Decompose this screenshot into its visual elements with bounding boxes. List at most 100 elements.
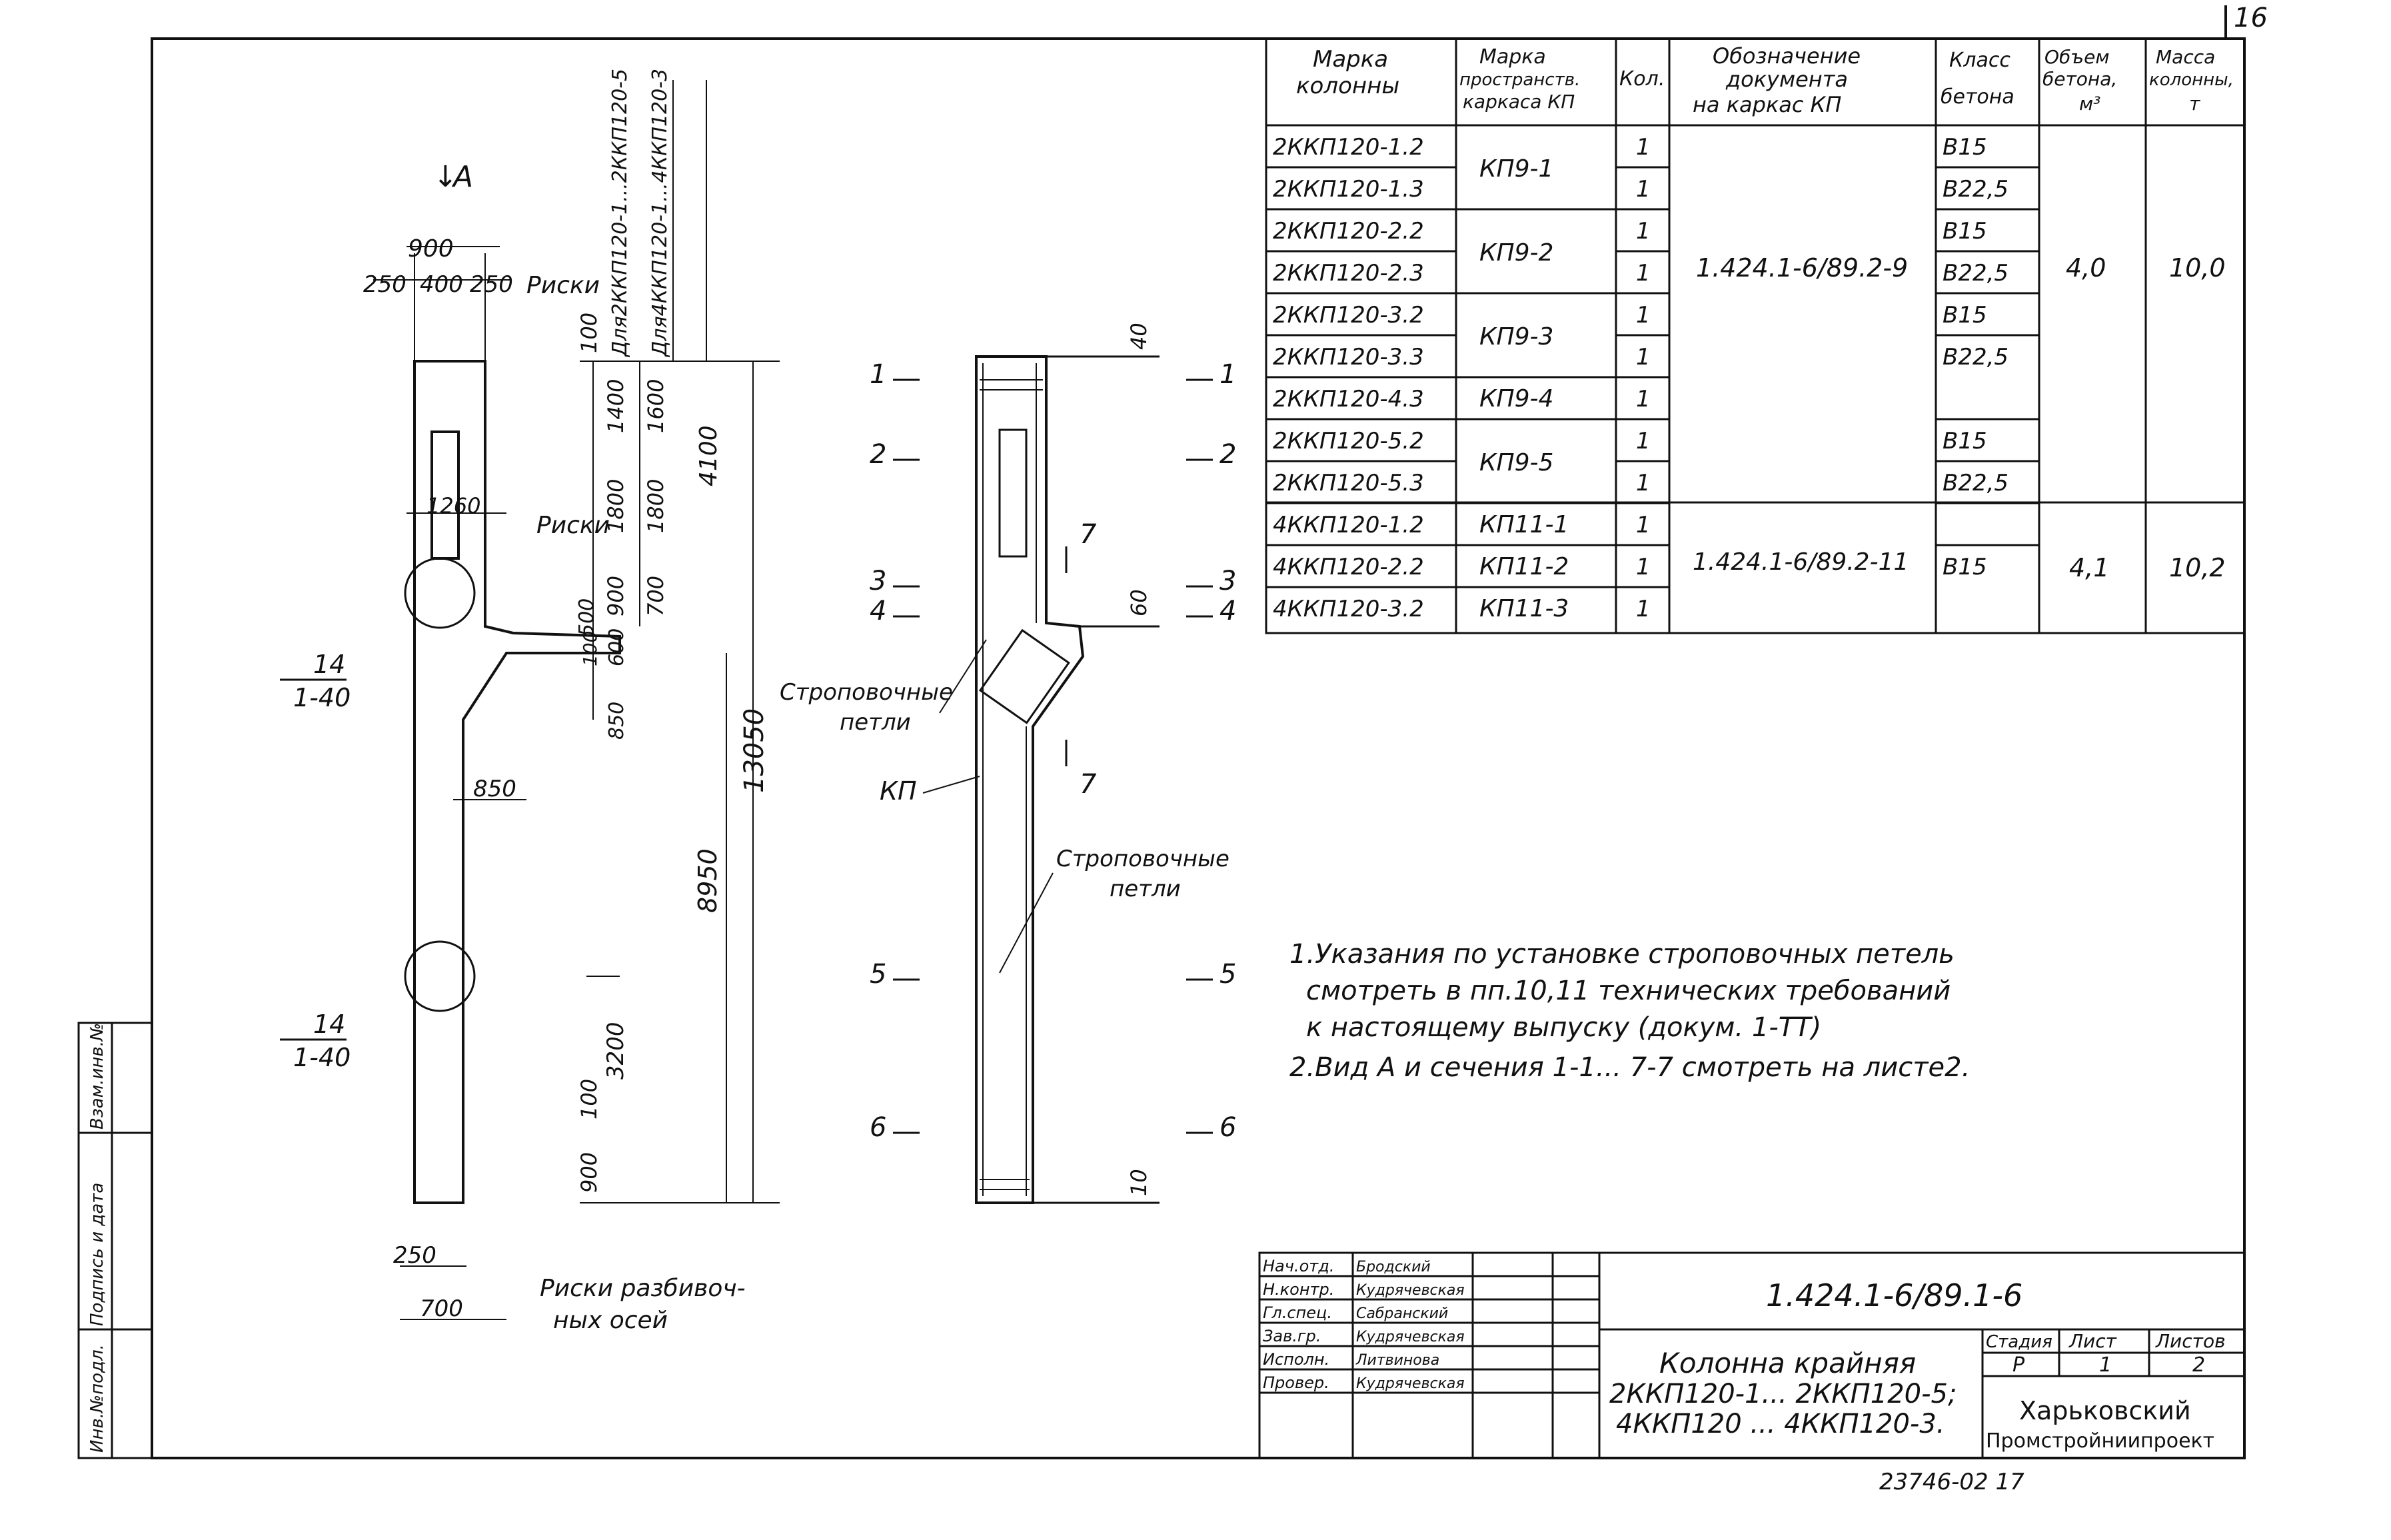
vertical-header-1: Для2ККП120-1...2ККП120-5 [608, 69, 632, 358]
frame-dim-10: 10 [1126, 1169, 1152, 1196]
section-1-right: 1 [1219, 359, 1236, 390]
dim-850-vertical: 850 [605, 702, 628, 740]
frame-elevation [975, 355, 1085, 1204]
column-elevation [404, 360, 621, 1204]
sling-leader-top [939, 639, 987, 714]
th-marka-2: колонны [1296, 73, 1399, 99]
marks-bottom-label-1: Риски разбивоч- [540, 1275, 746, 1302]
volume-group-1: 4,0 [2066, 253, 2106, 283]
dim-900-top: 900 [408, 235, 454, 263]
dim-left-1400: 1400 [603, 379, 628, 433]
drawing-title-1: Колонна крайняя [1659, 1347, 1916, 1379]
spec-row-kol: 1 [1636, 134, 1651, 161]
detail-b-sheet: 1-40 [293, 1043, 351, 1072]
dim-250-left: 250 [363, 271, 406, 298]
spec-row-marka: 2ККП120-3.3 [1273, 344, 1424, 371]
mass-group-1: 10,0 [2169, 253, 2226, 283]
person-name: Кудрячевская [1356, 1329, 1465, 1345]
th-doc-3: на каркас КП [1693, 92, 1841, 117]
frame-section-markers [893, 355, 1213, 1204]
section-4-right: 4 [1219, 596, 1236, 626]
kp-label: КП [880, 776, 917, 806]
frame-dim-40: 40 [1126, 323, 1152, 350]
designation: 1.424.1-6/89.1-6 [1766, 1277, 2022, 1313]
spec-row-marka: 2ККП120-5.3 [1273, 470, 1424, 496]
mass-group-2: 10,2 [2169, 553, 2226, 582]
th-class-1: Класс [1949, 49, 2010, 72]
view-a-arrow: ↓ [433, 160, 458, 194]
spec-row-karkas: КП9-4 [1479, 385, 1553, 412]
spec-row-beton: B15 [1943, 302, 1987, 329]
person-name: Кудрячевская [1356, 1375, 1465, 1392]
spec-row-kol: 1 [1636, 218, 1651, 245]
spec-row-marka: 2ККП120-2.2 [1273, 218, 1424, 245]
spec-row-beton: B15 [1943, 428, 1987, 454]
spec-row-marka: 4ККП120-3.2 [1273, 596, 1424, 622]
dim-250-bottom: 250 [393, 1242, 436, 1269]
spec-row-karkas: КП11-3 [1479, 595, 1569, 622]
dim-1260: 1260 [426, 493, 480, 518]
sling-label-top-2: петли [840, 709, 911, 736]
sheets-header: Листов [2155, 1330, 2226, 1352]
dim-100-side: 100 [579, 631, 601, 666]
side-stamp [77, 1022, 153, 1459]
spec-row-marka: 2ККП120-2.3 [1273, 260, 1424, 287]
section-4-left: 4 [870, 596, 886, 626]
side-stamp-vzam: Взам.инв.№ [87, 1023, 107, 1130]
spec-row-karkas: КП9-5 [1479, 449, 1553, 476]
kp-leader [922, 776, 980, 794]
sheet-header: Лист [2068, 1330, 2117, 1352]
detail-b-number: 14 [313, 1010, 345, 1039]
dim-left-1800: 1800 [603, 479, 628, 533]
th-mass-1: Масса [2156, 46, 2215, 68]
section-3-right: 3 [1219, 566, 1236, 596]
sling-label-bottom-2: петли [1110, 876, 1181, 902]
person-role: Провер. [1263, 1373, 1329, 1392]
sling-label-bottom-1: Строповочные [1056, 846, 1229, 872]
section-6-right: 6 [1219, 1112, 1236, 1143]
section-7-bottom: 7 [1080, 769, 1097, 800]
doc-designation-2: 1.424.1-6/89.2-11 [1693, 548, 1909, 576]
section-3-left: 3 [870, 566, 886, 596]
section-2-left: 2 [870, 439, 886, 470]
section-5-left: 5 [870, 959, 886, 990]
spec-row-karkas: КП11-2 [1479, 553, 1569, 580]
spec-row-kol: 1 [1636, 176, 1651, 203]
th-doc-1: Обозначение [1713, 43, 1861, 69]
spec-row-kol: 1 [1636, 470, 1651, 496]
spec-row-marka: 2ККП120-3.2 [1273, 302, 1424, 329]
spec-row-karkas: КП9-3 [1479, 323, 1553, 351]
note-line-4: 2.Вид А и сечения 1-1... 7-7 смотреть на… [1289, 1052, 1970, 1083]
spec-row-kol: 1 [1636, 386, 1651, 412]
dim-100-lower: 100 [576, 1079, 602, 1120]
org-name-1: Харьковский [2019, 1396, 2191, 1425]
sling-label-top-1: Строповочные [780, 679, 953, 706]
spec-row-beton: B22,5 [1943, 470, 2008, 496]
spec-row-marka: 4ККП120-2.2 [1273, 554, 1424, 580]
spec-row-beton: B22,5 [1943, 260, 2008, 287]
dim-mid-700: 700 [643, 576, 668, 616]
person-role: Исполн. [1263, 1350, 1329, 1369]
dim-700-bottom: 700 [420, 1295, 463, 1322]
dim-8950: 8950 [693, 848, 722, 913]
th-kol: Кол. [1619, 67, 1665, 91]
person-role: Нач.отд. [1263, 1257, 1334, 1275]
th-karkas-1: Марка [1479, 45, 1546, 69]
dim-900-lower: 900 [576, 1152, 602, 1193]
spec-row-marka: 2ККП120-4.3 [1273, 386, 1424, 412]
marks-top-label: Риски [526, 272, 600, 299]
dim-13050: 13050 [739, 708, 770, 793]
dim-left-600: 600 [605, 628, 628, 666]
person-role: Гл.спец. [1263, 1303, 1332, 1322]
th-mass-2: колонны, [2149, 70, 2234, 90]
person-role: Н.контр. [1263, 1280, 1334, 1299]
footer-code: 23746-02 17 [1879, 1469, 2024, 1495]
spec-row-marka: 2ККП120-1.3 [1273, 176, 1424, 203]
dim-850-horizontal: 850 [473, 776, 516, 802]
th-karkas-2: пространств. [1459, 70, 1580, 90]
person-name: Бродский [1356, 1259, 1431, 1275]
dim-left-900: 900 [603, 576, 628, 616]
section-1-left: 1 [870, 359, 886, 390]
stage-value: Р [2012, 1353, 2025, 1377]
